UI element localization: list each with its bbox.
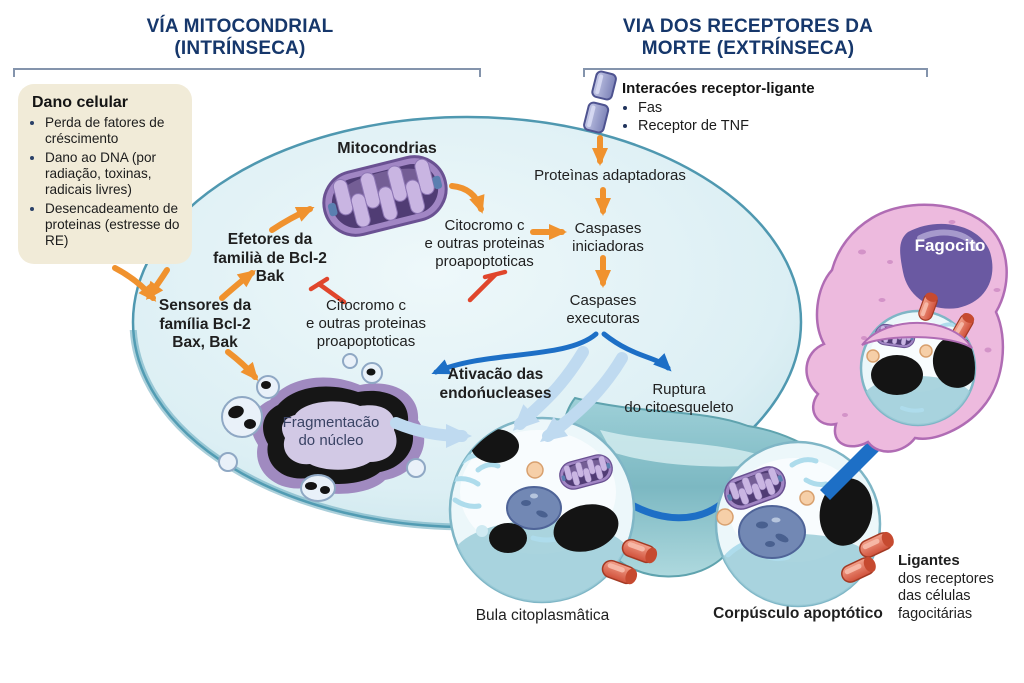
section-brackets xyxy=(13,68,928,77)
death-receptor-icon xyxy=(583,70,617,134)
apoptotic-body-label: Corpúsculo apoptótico xyxy=(713,605,883,622)
phagocyte-ligands-label: Ligantes dos receptores das células fago… xyxy=(898,535,1024,640)
cell-damage-title: Dano celular xyxy=(32,94,129,111)
title-intrinsic-pathway: VÍA MITOCONDRIAL (INTRÍNSECA) xyxy=(146,16,334,60)
cytochrome-c-label: Citocromo c e outras proteinas proapopto… xyxy=(424,217,545,270)
adaptor-proteins-label: Proteìnas adaptadoras xyxy=(534,167,686,184)
phagocyte-nucleus xyxy=(900,223,993,309)
engulfed-apoptotic-body xyxy=(859,290,977,427)
endonuclease-activation-label: Ativacão das endońucleases xyxy=(439,366,552,402)
cytoplasmic-bleb-cell xyxy=(448,416,661,604)
executioner-caspases-label: Caspases executoras xyxy=(566,292,640,327)
cytoskeleton-rupture-label: Ruptura do citoesqueleto xyxy=(624,381,734,416)
flow-arrows-light xyxy=(390,346,628,448)
phagocyte-membrane-fold xyxy=(861,321,973,349)
cytoplasmic-bleb-label: Bula citoplasmâtica xyxy=(475,607,610,624)
inhibition-bars xyxy=(308,269,508,305)
ligands-text: dos receptores das células fagocitárias xyxy=(898,570,994,622)
list-item: Receptor de TNF xyxy=(638,117,872,135)
caspase-branch-arrows xyxy=(431,331,672,375)
pathway-arrows xyxy=(112,135,611,381)
cell-damage-box: Dano celular Perda de fatores de créscim… xyxy=(18,84,192,265)
list-item: Fas xyxy=(638,99,872,117)
list-item: Perda de fatores de créscimento xyxy=(45,115,180,147)
receptor-ligand-title: Interacóes receptor-ligante xyxy=(622,80,815,97)
list-item: Dano ao DNA (por radiação, toxinas, radi… xyxy=(45,150,180,198)
receptor-ligand-list: Fas Receptor de TNF xyxy=(622,99,872,135)
receptor-ligand-box: Interacóes receptor-ligante Fas Receptor… xyxy=(622,80,872,135)
fragmented-nucleus xyxy=(251,377,425,494)
nuclear-fragment-vesicles xyxy=(218,353,426,502)
cytochrome-c-label-2: Citocromo c e outras proteinas proapopto… xyxy=(305,297,427,350)
title-extrinsic-pathway: VIA DOS RECEPTORES DA MORTE (EXTRÍNSECA) xyxy=(622,16,874,60)
cell-damage-list: Perda de fatores de créscimento Dano ao … xyxy=(30,115,180,249)
phagocyte-label: Fagocito xyxy=(914,236,986,255)
initiator-caspases-label: Caspases iniciadoras xyxy=(572,220,644,255)
apoptotic-body-cell xyxy=(714,440,898,608)
list-item: Desencadeamento de proteinas (estresse d… xyxy=(45,201,180,249)
sensors-bcl2-label: Sensores da família Bcl-2 Bax, Bak xyxy=(158,297,252,352)
nucleus-fragment-blue xyxy=(738,505,806,559)
mitochondria-label: Mitocondrias xyxy=(337,140,437,157)
nuclear-fragmentation-label: Fragmentacão do núcleo xyxy=(282,414,380,449)
effectors-bcl2-label: Efetores da familià de Bcl-2 Bak xyxy=(213,231,327,286)
vesicle xyxy=(526,461,544,479)
nucleus-fragment-blue xyxy=(506,486,562,530)
ligands-title: Ligantes xyxy=(898,552,960,570)
